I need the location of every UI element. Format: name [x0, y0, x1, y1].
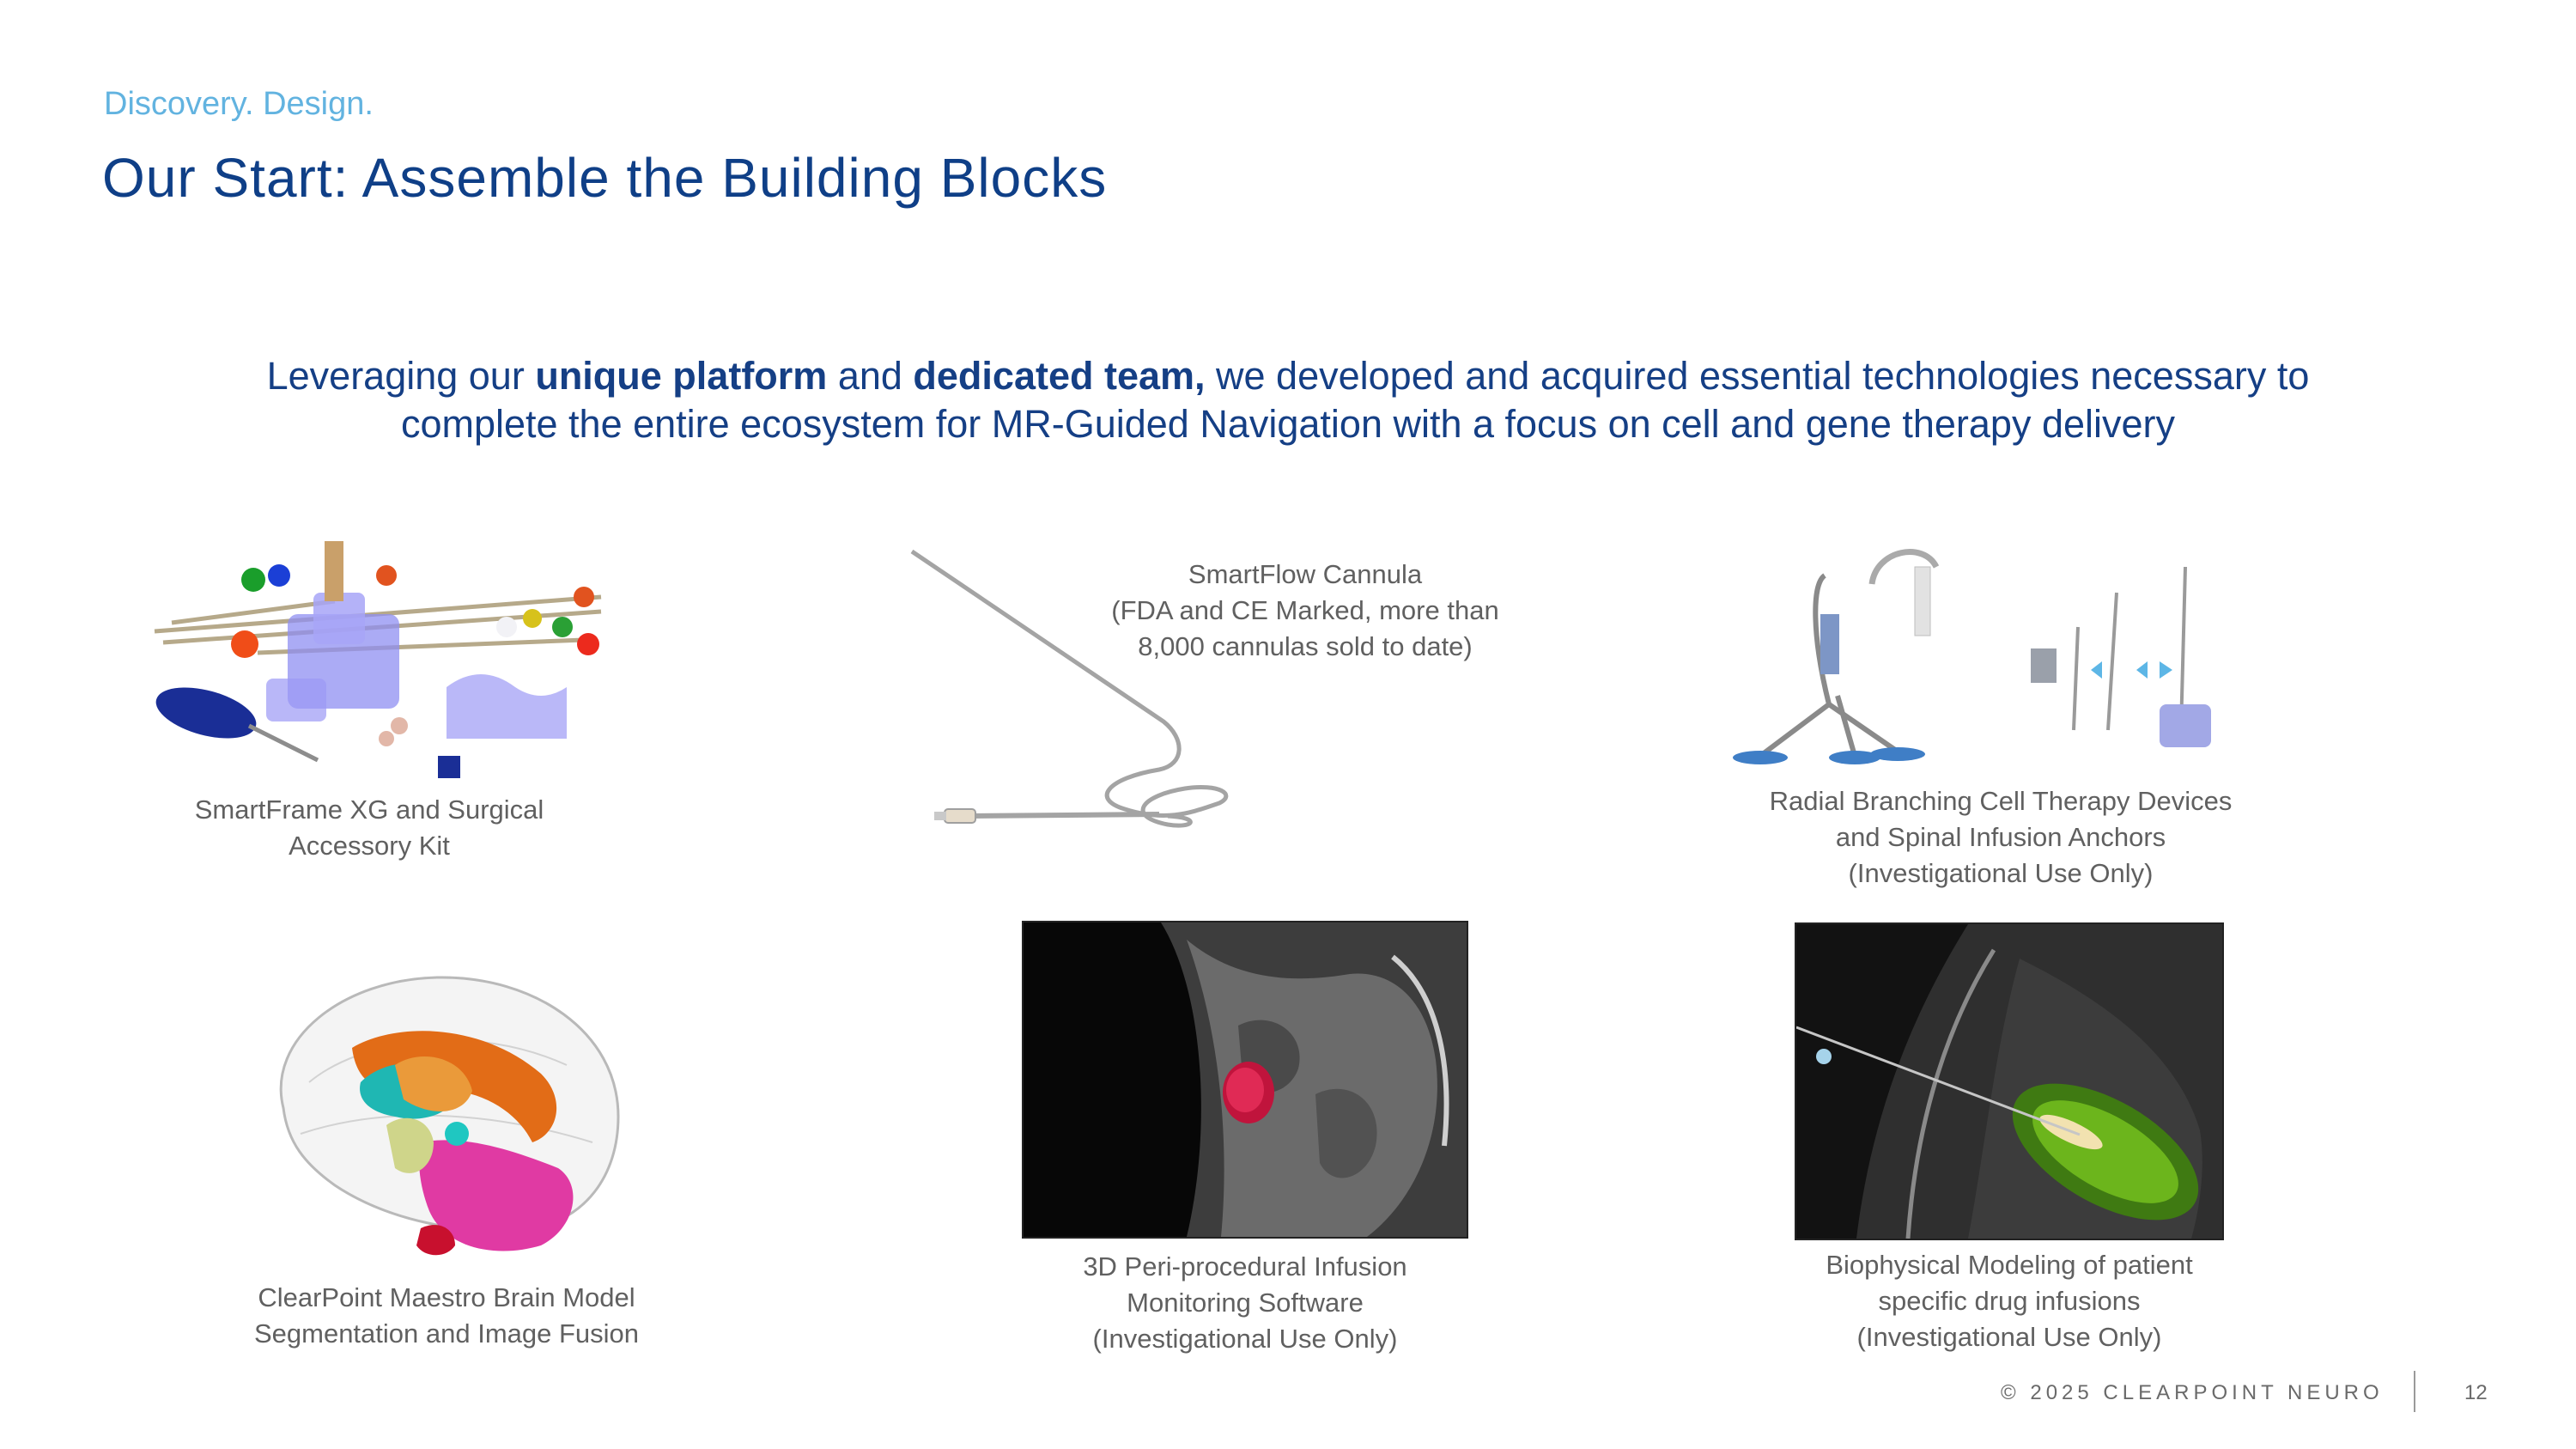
caption-line: SmartFlow Cannula	[1188, 559, 1423, 589]
caption-biophysical-modeling: Biophysical Modeling of patient specific…	[1769, 1247, 2250, 1355]
page-number: 12	[2464, 1381, 2488, 1404]
caption-brain-model: ClearPoint Maestro Brain Model Segmentat…	[206, 1280, 687, 1352]
caption-line: (FDA and CE Marked, more than	[1111, 595, 1499, 625]
caption-line: specific drug infusions	[1878, 1286, 2141, 1316]
intro-emphasis-team: dedicated team,	[913, 354, 1206, 398]
footer-divider	[2414, 1371, 2415, 1412]
caption-line: ClearPoint Maestro Brain Model	[258, 1282, 635, 1312]
infusion-monitoring-mri-image	[1022, 921, 1468, 1239]
caption-line: Biophysical Modeling of patient	[1826, 1250, 2193, 1280]
smartframe-kit-image	[154, 541, 602, 778]
radial-branching-devices-image	[1733, 549, 2211, 764]
intro-paragraph: Leveraging our unique platform and dedic…	[129, 352, 2447, 448]
intro-text: Leveraging our	[266, 354, 536, 398]
intro-emphasis-platform: unique platform	[535, 354, 828, 398]
caption-line: Monitoring Software	[1127, 1288, 1364, 1318]
mri-scan-graphic	[1024, 922, 1467, 1237]
caption-line: Accessory Kit	[289, 831, 450, 861]
smartflow-cannula-image	[910, 549, 1229, 828]
caption-smartflow: SmartFlow Cannula (FDA and CE Marked, mo…	[1073, 557, 1537, 665]
caption-line: (Investigational Use Only)	[1092, 1324, 1398, 1354]
intro-line-1: Leveraging our unique platform and dedic…	[129, 352, 2447, 400]
biophysical-model-graphic	[1796, 924, 2222, 1239]
section-eyebrow: Discovery. Design.	[104, 86, 374, 122]
brain-model-image	[279, 976, 620, 1256]
caption-line: and Spinal Infusion Anchors	[1835, 822, 2166, 852]
caption-line: (Investigational Use Only)	[1848, 858, 2154, 888]
intro-line-2: complete the entire ecosystem for MR-Gui…	[400, 402, 2176, 446]
caption-line: SmartFrame XG and Surgical	[194, 795, 544, 825]
caption-line: Radial Branching Cell Therapy Devices	[1769, 786, 2233, 816]
caption-infusion-monitoring: 3D Peri-procedural Infusion Monitoring S…	[1013, 1249, 1477, 1357]
caption-smartframe: SmartFrame XG and Surgical Accessory Kit	[129, 792, 610, 864]
intro-text: we developed and acquired essential tech…	[1205, 354, 2310, 398]
intro-text: and	[827, 354, 914, 398]
caption-line: (Investigational Use Only)	[1856, 1322, 2162, 1352]
caption-radial-branching: Radial Branching Cell Therapy Devices an…	[1683, 783, 2318, 892]
caption-line: 3D Peri-procedural Infusion	[1083, 1251, 1407, 1282]
caption-line: Segmentation and Image Fusion	[253, 1318, 640, 1349]
caption-line: 8,000 cannulas sold to date)	[1138, 631, 1473, 661]
slide-title: Our Start: Assemble the Building Blocks	[102, 147, 1108, 209]
biophysical-modeling-image	[1795, 922, 2224, 1240]
footer-copyright: © 2025 CLEARPOINT NEURO	[2001, 1381, 2384, 1404]
